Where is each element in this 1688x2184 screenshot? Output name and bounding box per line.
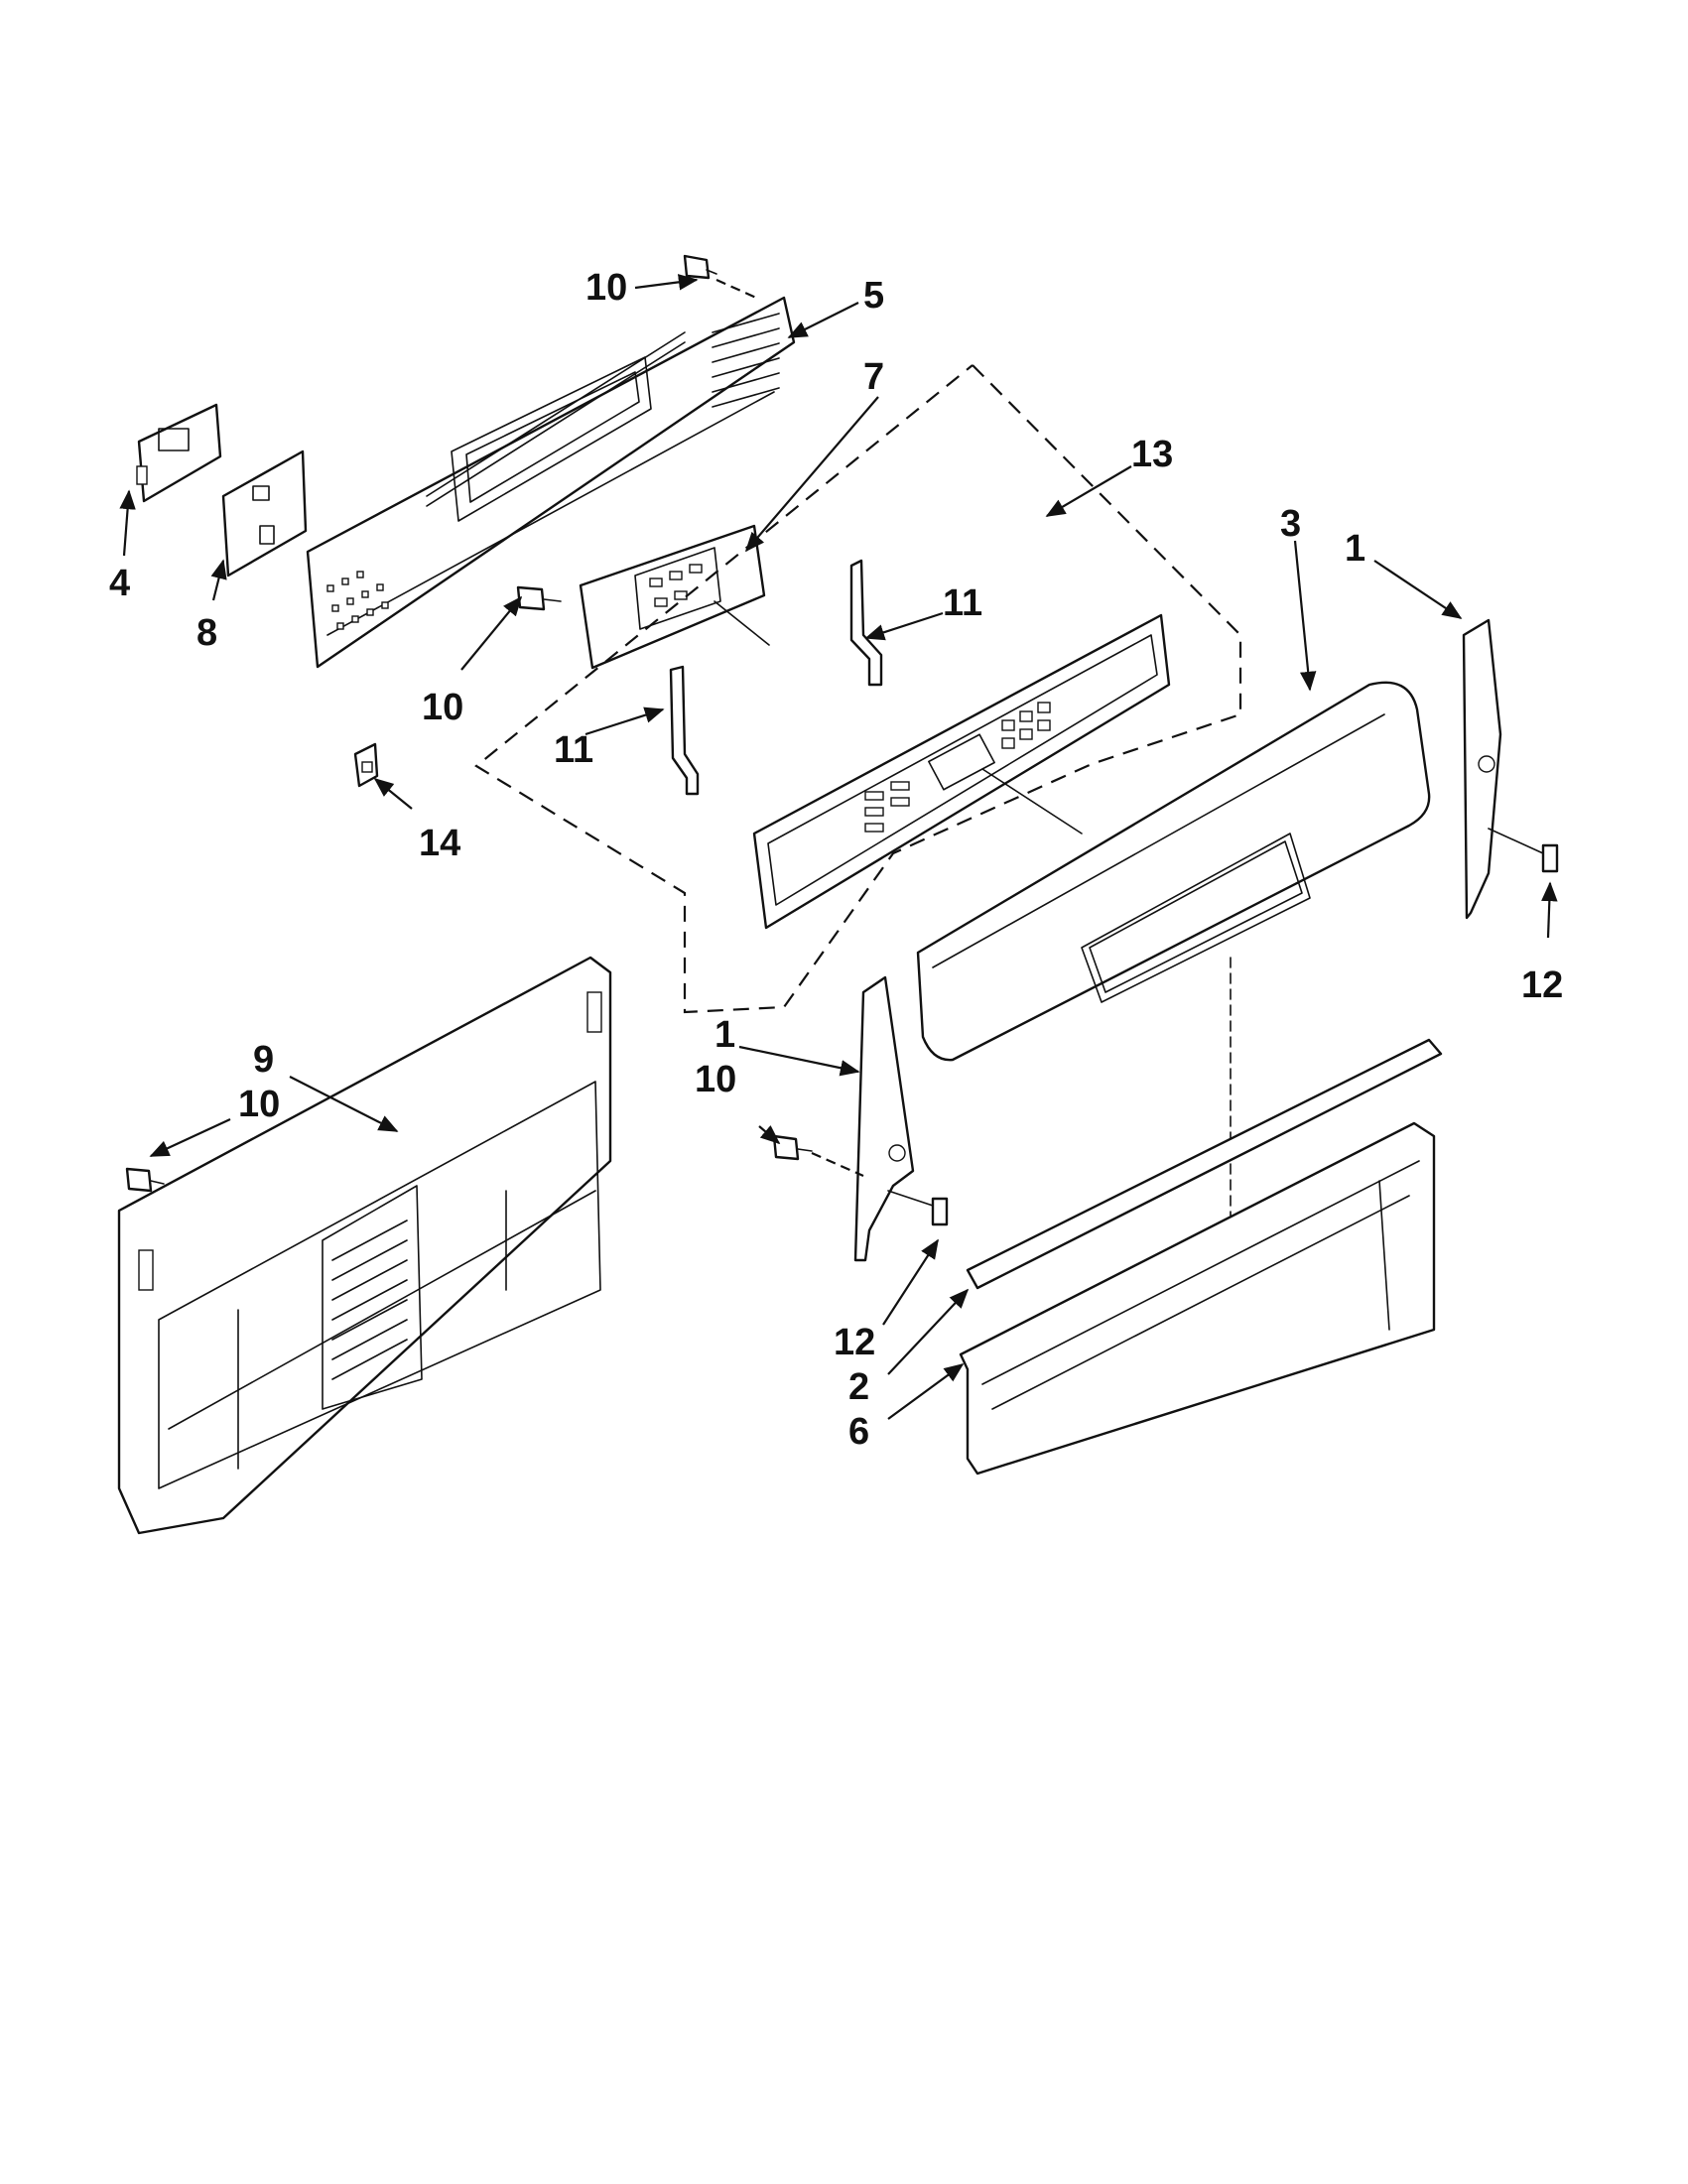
callout-13: 13 [1131, 434, 1173, 475]
screw-10-top [683, 254, 717, 280]
callout-11-lower: 11 [554, 729, 593, 771]
callout-6: 6 [848, 1411, 869, 1453]
callout-10-left: 10 [238, 1084, 280, 1125]
screw-10-middle [516, 585, 562, 611]
part-5-rear-panel [306, 296, 796, 669]
callout-5: 5 [863, 275, 884, 317]
part-14-clip [353, 742, 379, 788]
part-6-lower-bracket [959, 1121, 1436, 1476]
callout-3: 3 [1280, 503, 1301, 545]
callout-2: 2 [848, 1366, 869, 1408]
callout-14: 14 [419, 823, 460, 864]
part-9-lower-rear-panel [117, 956, 612, 1535]
screw-10-lower [772, 1134, 813, 1161]
part-11-harness-lower [669, 665, 700, 796]
part-13-control-panel [752, 613, 1171, 930]
callout-8: 8 [196, 612, 217, 654]
part-1-left-endcap [853, 975, 949, 1262]
callout-10-lower: 10 [695, 1059, 736, 1100]
callout-7: 7 [863, 356, 884, 398]
leader-lines [119, 274, 1558, 1420]
part-2-trim-strip [966, 1038, 1443, 1290]
callout-4: 4 [109, 563, 130, 604]
callout-12-left: 12 [834, 1322, 875, 1363]
screw-10-left [125, 1167, 165, 1193]
callout-10-middle: 10 [422, 687, 463, 728]
callout-labels: 10 5 7 13 3 1 4 8 10 11 11 14 12 1 10 9 … [109, 267, 1563, 1453]
callout-1-right: 1 [1345, 528, 1365, 570]
part-1-right-endcap [1462, 618, 1559, 920]
callout-12-right: 12 [1521, 964, 1563, 1006]
part-11-harness-upper [849, 559, 883, 687]
callout-9: 9 [253, 1039, 274, 1081]
callout-11-upper: 11 [943, 582, 982, 624]
part-13-dashed-boundary [474, 364, 1242, 1014]
part-4-control-board [136, 403, 222, 503]
callout-1-left: 1 [714, 1014, 735, 1056]
callout-10-top: 10 [585, 267, 627, 309]
part-3-console-trim [916, 681, 1431, 1217]
part-7-electronic-control [579, 524, 770, 670]
part-8-board-bracket [221, 450, 308, 578]
